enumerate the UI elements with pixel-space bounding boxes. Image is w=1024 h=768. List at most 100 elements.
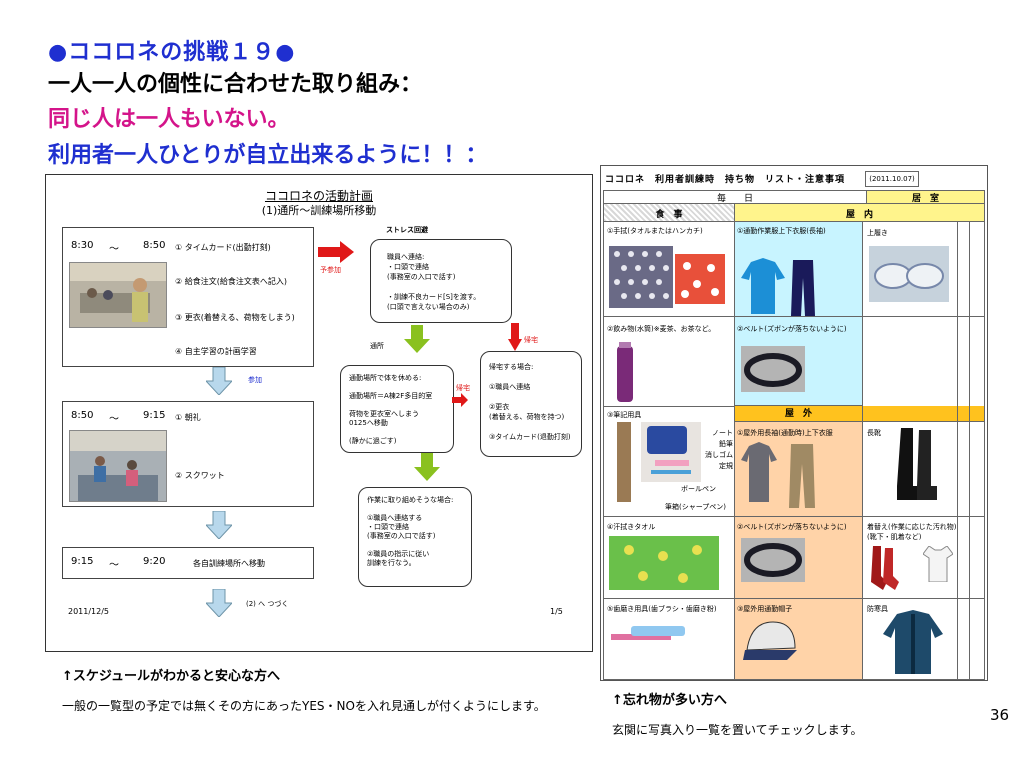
belt-2-photo — [741, 538, 805, 582]
flow-box-go-home-text: 帰宅する場合: ①職員へ連絡 ②更衣(着替える、荷物を持つ) ③タイムカード(退… — [489, 363, 571, 441]
slot1-item-1: ① タイムカード(出勤打刻) — [175, 243, 271, 252]
slot2-item-2: ② スクワット — [175, 471, 225, 480]
flow-label-home-1: 帰宅 — [524, 336, 538, 344]
slide-highlight: 同じ人は一人もいない。 — [48, 107, 290, 132]
item-work-clothes-label: ①通勤作業服上下衣服(長袖) — [737, 227, 826, 235]
activity-photo-2 — [69, 430, 167, 502]
header-outdoor-2 — [863, 406, 985, 422]
plan-subtitle: (1)通所～訓練場所移動 — [261, 204, 377, 217]
arrow-label-prejoin: 予参加 — [320, 266, 341, 274]
header-indoor: 屋 内 — [735, 204, 985, 222]
continued-label: (2) へ つづく — [246, 600, 289, 608]
item-toothbrush-label: ⑤歯磨き用具(歯ブラシ・歯磨き粉) — [607, 605, 717, 613]
slot1-item-4: ④ 自主学習の計画学習 — [175, 347, 257, 356]
checklist-date: (2011.10.07) — [865, 171, 919, 187]
slot2-item-1: ① 朝礼 — [175, 413, 201, 422]
water-bottle-photo — [617, 342, 633, 402]
page-number: 36 — [990, 706, 1010, 724]
header-every-day: 毎 日 — [603, 190, 867, 204]
socks-photo — [871, 546, 899, 590]
item-boots-label: 長靴 — [867, 429, 881, 437]
undershirt-photo — [923, 546, 953, 582]
arrow-label-join: 参加 — [248, 376, 262, 384]
towel-photo — [609, 246, 673, 308]
slot1-item-2: ② 給食注文(給食注文表へ記入) — [175, 277, 287, 286]
winter-jacket-photo — [883, 610, 943, 674]
item-drink-label: ②飲み物(水筒)※麦茶、お茶など。 — [607, 325, 716, 333]
belongings-checklist: ココロネ 利用者訓練時 持ち物 リスト・注意事項 (2011.10.07) 毎 … — [600, 165, 988, 681]
handkerchief-photo — [675, 254, 725, 304]
stationery-case: 筆箱(シャープペン) — [665, 503, 727, 511]
checklist-title: ココロネ 利用者訓練時 持ち物 リスト・注意事項 — [605, 175, 846, 185]
description-schedule: 一般の一覧型の予定では無くその方にあったYES・NOを入れ見通しが付くようにしま… — [62, 699, 546, 713]
description-forgetful: 玄関に写真入り一覧を置いてチェックします。 — [612, 723, 863, 737]
slot3-time-from: 9:15 — [71, 556, 94, 567]
caption-schedule: ↑スケジュールがわかると安心な方へ — [62, 669, 280, 684]
item-belt-2-label: ②ベルト(ズボンが落ちないように) — [737, 523, 847, 531]
outdoor-pants-photo — [789, 444, 815, 508]
down-arrow-icon — [206, 511, 232, 539]
column-food — [603, 222, 735, 680]
schedule-slot-1: 8:30 ～ 8:50 ① タイムカード(出勤打刻) ② 給食注文(給食注文表へ… — [62, 227, 314, 367]
plan-title: ココロネの活動計画 — [264, 189, 373, 203]
pencil-case-photo — [617, 422, 631, 502]
belt-photo — [741, 346, 805, 392]
flow-label-stay: 通所 — [370, 342, 384, 350]
flow-box-work-text: 作業に取り組めそうな場合: ①職員へ連絡する・口頭で連絡(事務室の入口で話す) … — [367, 496, 454, 567]
activity-photo-1 — [69, 262, 167, 328]
item-sweat-towel-label: ④汗拭きタオル — [607, 523, 656, 531]
slide-goal: 利用者一人ひとりが自立出来るように！！： — [48, 143, 488, 168]
item-towel-label: ①手拭(タオルまたはハンカチ) — [607, 227, 703, 235]
toothbrush-photo — [611, 626, 685, 640]
slot3-item-1: 各自訓練場所へ移動 — [193, 559, 265, 568]
work-pants-photo — [791, 260, 815, 316]
slot2-time-to: 9:15 — [143, 410, 166, 421]
sweat-towel-photo — [609, 536, 719, 590]
right-arrow-icon — [318, 241, 354, 263]
right-arrow-icon — [452, 393, 468, 407]
indoor-shoes-photo — [869, 246, 949, 302]
activity-plan-document: ココロネの活動計画 (1)通所～訓練場所移動 8:30 ～ 8:50 ① タイム… — [45, 174, 593, 652]
slot2-time-from: 8:50 — [71, 410, 94, 421]
document-page: 1/5 — [550, 607, 563, 616]
stationery-pen: ボールペン — [681, 485, 716, 493]
item-winter-clothes-label: 防寒具 — [867, 605, 888, 613]
caption-forgetful: ↑忘れ物が多い方へ — [612, 693, 727, 708]
slide-subtitle: 一人一人の個性に合わせた取り組み： — [48, 72, 423, 97]
flow-box-contact: 職員へ連絡:・口頭で連絡(事務室の入口で話す) ・訓練不良カード[S]を渡す。(… — [370, 239, 512, 323]
slot1-item-3: ③ 更衣(着替える、荷物をしまう) — [175, 313, 295, 322]
flow-label-home-2: 帰宅 — [456, 384, 470, 392]
header-food: 食 事 — [603, 204, 735, 222]
rubber-boots-photo — [897, 428, 937, 500]
stationery-photo — [641, 422, 701, 482]
column-misc — [863, 222, 985, 680]
document-date: 2011/12/5 — [68, 607, 110, 616]
item-cap-label: ③屋外用通勤帽子 — [737, 605, 793, 613]
slot1-tilde: ～ — [109, 244, 119, 255]
item-socks-note: (靴下・肌着など) — [867, 533, 922, 541]
outdoor-shirt-photo — [741, 442, 777, 502]
slot1-time-to: 8:50 — [143, 240, 166, 251]
down-arrow-icon — [206, 589, 232, 617]
slot1-time-from: 8:30 — [71, 240, 94, 251]
item-belt-label: ②ベルト(ズボンが落ちないように) — [737, 325, 847, 333]
item-indoor-shoes-label: 上履き — [867, 229, 888, 237]
stress-avoid-label: ストレス回避 — [386, 226, 428, 234]
down-arrow-icon — [404, 325, 430, 353]
header-outdoor: 屋 外 — [735, 406, 863, 422]
header-room: 居 室 — [867, 190, 985, 204]
slot3-tilde: ～ — [109, 560, 119, 571]
item-change-clothes-label: 着替え(作業に応じた汚れ物) — [867, 523, 957, 531]
flow-box-go-home: 帰宅する場合: ①職員へ連絡 ②更衣(着替える、荷物を持つ) ③タイムカード(退… — [480, 351, 582, 457]
cap-photo — [743, 621, 797, 660]
slot3-time-to: 9:20 — [143, 556, 166, 567]
schedule-slot-2: 8:50 ～ 9:15 ① 朝礼 ② スクワット — [62, 401, 314, 507]
item-outdoor-clothes-label: ①屋外用長袖(通勤時)上下衣服 — [737, 429, 833, 437]
down-arrow-icon — [206, 367, 232, 395]
work-shirt-photo — [741, 258, 785, 314]
schedule-slot-3: 9:15 ～ 9:20 各自訓練場所へ移動 — [62, 547, 314, 579]
flow-box-contact-text: 職員へ連絡:・口頭で連絡(事務室の入口で話す) ・訓練不良カード[S]を渡す。(… — [387, 253, 481, 311]
slide-title: ●ココロネの挑戦１９● — [48, 40, 296, 65]
